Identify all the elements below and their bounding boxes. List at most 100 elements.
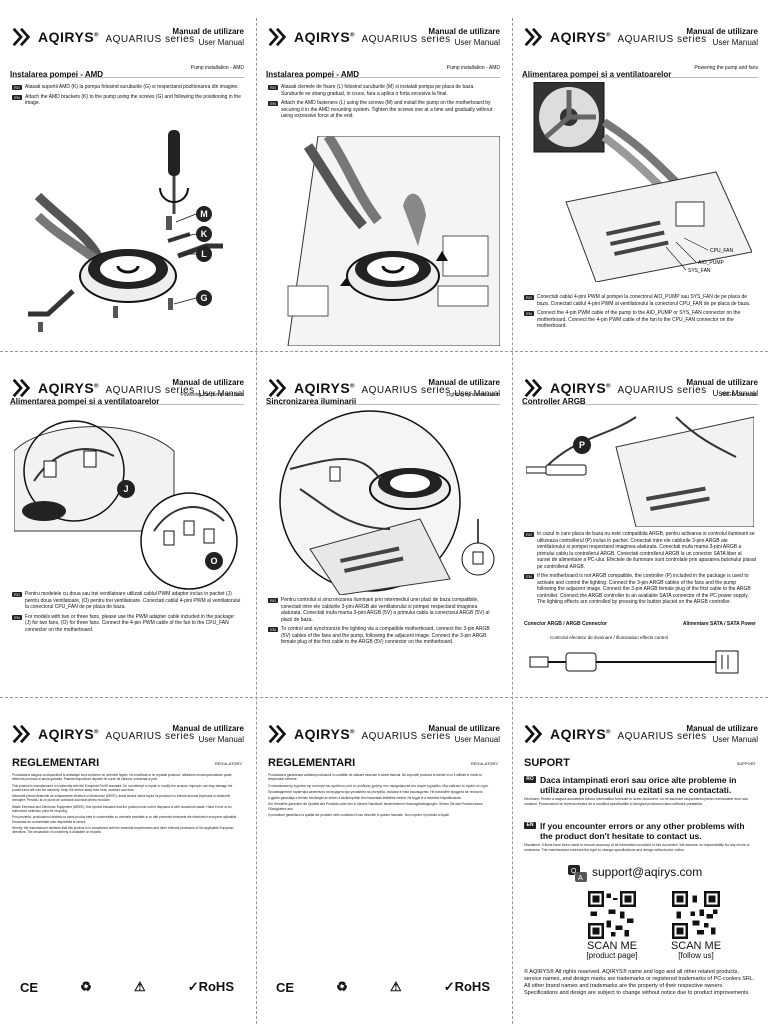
regulatory-title: REGLEMENTARI <box>268 757 356 769</box>
section-heading: Instalarea pompei - AMD Pump installatio… <box>266 64 500 79</box>
ro-flag-icon: RO <box>524 295 534 300</box>
label-o: O <box>205 552 223 570</box>
section-title: Sincronizarea iluminarii <box>266 397 357 406</box>
row-divider <box>0 351 768 352</box>
argb-connector-label: Conector ARGB / ARGB Connector <box>524 621 607 627</box>
aqirys-logo-icon <box>524 724 543 744</box>
label-p: P <box>573 436 591 454</box>
svg-text:M: M <box>200 209 208 219</box>
section-title: Alimentarea pompei si a ventilatoarelor <box>522 70 672 79</box>
label-j: J <box>117 480 135 498</box>
brand-logo: AQIRYS® AQUARIUS series <box>10 26 195 48</box>
panel-support: AQIRYS® AQUARIUS series Manual de utiliz… <box>512 697 768 1024</box>
fan-header-illustration: CPU_FAN AIO_PUMP SYS_FAN <box>526 81 753 283</box>
svg-text:P: P <box>579 440 585 450</box>
section-title: Instalarea pompei - AMD <box>266 70 360 79</box>
svg-text:Q: Q <box>571 868 577 875</box>
panel-header: AQIRYS® AQUARIUS series Manual de utiliz… <box>10 719 244 755</box>
scan-follow-caption: SCAN ME[follow us] <box>670 940 722 961</box>
section-subtitle: Lighting synchronization <box>446 392 500 398</box>
section-title: Alimentarea pompei si a ventilatoarelor <box>10 397 160 406</box>
section-subtitle: Powering the pump and fans <box>694 65 758 71</box>
recycle-icon: ♻ <box>336 979 348 994</box>
label-sys-fan: SYS_FAN <box>688 268 711 274</box>
certification-marks: CE ♻ ⚠ ✓RoHS <box>276 979 490 995</box>
panel-regulatory-1: AQIRYS® AQUARIUS series Manual de utiliz… <box>0 697 254 1024</box>
certification-marks: CE ♻ ⚠ ✓RoHS <box>20 979 234 995</box>
controller-cable-illustration <box>526 641 754 685</box>
support-email-link[interactable]: support@aqirys.com <box>592 865 703 879</box>
brand-logo: AQIRYS® AQUARIUS series <box>266 377 451 399</box>
aqirys-logo-icon <box>268 724 287 744</box>
column-divider <box>256 18 257 1024</box>
aqirys-logo-icon <box>268 27 287 47</box>
panel-header: AQIRYS® AQUARIUS series Manual de utiliz… <box>266 719 500 755</box>
panel-pump-install-amd-1: AQIRYS® AQUARIUS series Manual de utiliz… <box>0 0 254 351</box>
section-title: Instalarea pompei - AMD <box>10 70 104 79</box>
weee-bin-icon: ⚠ <box>133 979 146 994</box>
aqirys-logo-icon <box>268 378 287 398</box>
brand-logo: AQIRYS® AQUARIUS series <box>522 377 707 399</box>
panel-header: AQIRYS® AQUARIUS series Manual de utiliz… <box>10 22 244 58</box>
panel-header: AQIRYS® AQUARIUS series Manual de utiliz… <box>522 22 758 58</box>
ro-flag-icon: RO <box>524 532 534 537</box>
section-title: Controller ARGB <box>522 397 586 406</box>
panel-header: AQIRYS® AQUARIUS series Manual de utiliz… <box>522 373 758 409</box>
ro-flag-icon: RO <box>268 85 278 90</box>
svg-text:L: L <box>201 249 207 259</box>
argb-controller-illustration: P <box>525 407 755 528</box>
rohs-icon: ✓RoHS <box>187 979 234 994</box>
regulatory-text: Producatorul asigura ca dispozitivul si … <box>12 773 238 835</box>
sata-power-label: Alimentare SATA / SATA Power <box>682 621 756 627</box>
ce-mark-icon: CE <box>276 979 295 995</box>
qr-code-follow-us[interactable] <box>672 891 720 939</box>
aqirys-logo-icon <box>524 27 543 47</box>
brand-logo: AQIRYS® AQUARIUS series <box>266 723 451 745</box>
regulatory-subtitle: REGULATORY <box>214 761 242 766</box>
panel-powering-pump-fans-1: AQIRYS® AQUARIUS series Manual de utiliz… <box>512 0 768 351</box>
en-flag-icon: EN <box>524 311 534 316</box>
effects-control-label: Controlul efectelor de iluminare / Illum… <box>550 635 668 640</box>
panel-lighting-sync: AQIRYS® AQUARIUS series Manual de utiliz… <box>256 351 510 697</box>
scan-product-caption: SCAN ME[product page] <box>586 940 638 961</box>
legal-notice: © AQIRYS® All rights reserved. AQIRYS® n… <box>524 969 755 996</box>
svg-text:J: J <box>123 484 128 494</box>
pump-bracket-illustration: M K L G <box>18 126 240 346</box>
brand-name: AQIRYS® AQUARIUS series <box>294 29 451 45</box>
section-subtitle: ARGB Controller <box>720 392 758 398</box>
section-heading: Alimentarea pompei si a ventilatoarelor … <box>522 64 758 79</box>
regulatory-subtitle: REGULATORY <box>470 761 498 766</box>
panel-header: AQIRYS® AQUARIUS series Manual de utiliz… <box>10 373 244 409</box>
en-flag-icon: EN <box>12 614 22 620</box>
column-divider <box>512 18 513 1024</box>
en-flag-icon: EN <box>268 101 278 106</box>
aqirys-logo-icon <box>524 378 543 398</box>
recycle-icon: ♻ <box>80 979 92 994</box>
ce-mark-icon: CE <box>20 979 39 995</box>
section-subtitle: Pump installation - AMD <box>190 65 244 71</box>
en-flag-icon: EN <box>524 822 536 829</box>
label-aio-pump: AIO_PUMP <box>698 260 725 266</box>
qr-code-product-page[interactable] <box>588 891 636 939</box>
row-divider <box>0 697 768 698</box>
label-g: G <box>196 290 212 306</box>
brand-logo: AQIRYS® AQUARIUS series <box>522 723 707 745</box>
aqirys-logo-icon <box>12 724 31 744</box>
